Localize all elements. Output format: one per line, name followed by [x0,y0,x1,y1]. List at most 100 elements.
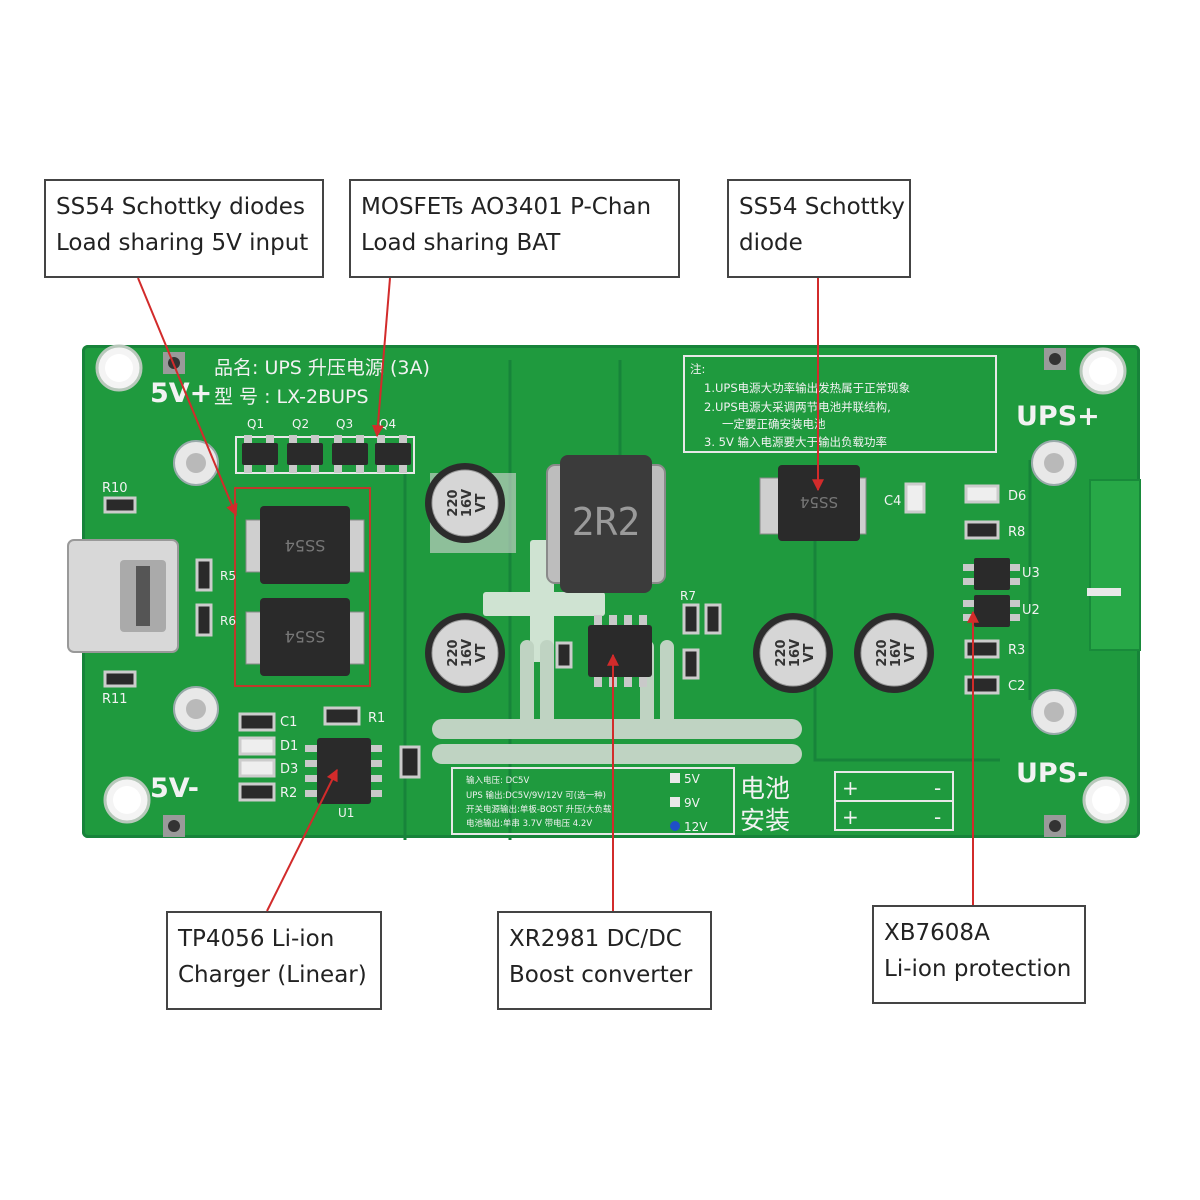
diode-highlight-box [234,487,371,687]
callout-line: XB7608A [884,920,990,946]
label-r6: R6 [220,614,236,628]
label-r1: R1 [368,711,385,726]
callout-ss54-diode: SS54 Schottky diode [727,179,911,278]
inductor-2r2 [546,455,666,593]
label-d1: D1 [280,739,298,754]
usb-c-connector [67,539,179,653]
voltage-option-12v: 12V [684,820,708,834]
battery-plus-1: + [842,776,859,800]
callout-line: SS54 Schottky [739,194,905,220]
cap-3-value: 220 [774,639,789,666]
callout-line: Boost converter [509,962,693,988]
via-strips [432,640,802,764]
label-r2: R2 [280,786,297,801]
cap-2-voltage: 16V [460,639,475,667]
note-line: 2.UPS电源大采调两节电池并联结构, [704,400,891,414]
spec-line: 电池输出:单串 3.7V 带电压 4.2V [466,818,592,829]
notes-text: 注: 1.UPS电源大功率输出发热属于正常现象 2.UPS电源大采调两节电池并联… [690,362,910,449]
leader-lines [137,277,979,912]
leader-mosfets [371,277,391,438]
capacitors [425,463,934,693]
spec-text: 输入电压: DC5V UPS 输出:DC5V/9V/12V 可(选一种) 开关电… [466,775,615,829]
label-r7: R7 [680,589,696,603]
battery-plus-2: + [842,805,859,829]
label-u2: U2 [1022,603,1040,618]
label-q3: Q3 [336,417,353,431]
ss54-diode-upper [245,506,365,584]
callout-ss54-input-diodes: SS54 Schottky diodes Load sharing 5V inp… [44,179,324,278]
diode-marking-upper: SS54 [285,536,326,555]
note-line: 1.UPS电源大功率输出发热属于正常现象 [704,381,910,395]
callout-tp4056-charger: TP4056 Li-ion Charger (Linear) [166,911,382,1010]
diode-marking-lower: SS54 [285,627,326,646]
terminal-ups-plus: UPS+ [1016,401,1100,432]
silkscreen-text: 品名: UPS 升压电源 (3A) 型 号 : LX-2BUPS 5V + 5V-… [102,357,1100,835]
cap-4-value: 220 [875,639,890,666]
callout-line: Charger (Linear) [178,962,367,988]
cap-4-voltage: 16V [889,639,904,667]
product-name: 品名: UPS 升压电源 (3A) [214,357,430,379]
label-r5: R5 [220,569,236,583]
callout-line: Li-ion protection [884,956,1072,982]
callout-xr2981-boost: XR2981 DC/DC Boost converter [497,911,712,1010]
spec-box [451,767,735,835]
terminal-5v-minus: 5V- [150,773,199,804]
terminal-ups-minus: UPS- [1016,758,1088,789]
label-c2: C2 [1008,679,1025,694]
leader-ss54-input [137,277,238,517]
mosfet-row [235,435,415,474]
ss54-diode-right [759,465,867,541]
battery-label-line2: 安装 [740,806,790,835]
model-number: 型 号 : LX-2BUPS [214,386,369,408]
label-c1: C1 [280,715,297,730]
note-line: 3. 5V 输入电源要大于输出负载功率 [704,435,887,449]
cap-1-series: VT [474,493,489,512]
label-r8: R8 [1008,525,1025,540]
voltage-option-9v: 9V [684,796,701,810]
screw-terminals [173,440,1077,735]
voltage-options: 5V 9V 12V [670,772,708,834]
callout-line: Load sharing BAT [361,230,561,256]
cap-3-series: VT [802,643,817,662]
label-q1: Q1 [247,417,264,431]
callout-mosfets-ao3401: MOSFETs AO3401 P-Chan Load sharing BAT [349,179,680,278]
mounting-holes [95,344,1130,824]
callout-line: TP4056 Li-ion [178,926,335,952]
copper-pad-right [1089,479,1141,651]
label-q4: Q4 [379,417,396,431]
label-d6: D6 [1008,489,1026,504]
leader-tp4056 [266,768,338,912]
cap-1-value: 220 [446,489,461,516]
label-u3: U3 [1022,566,1040,581]
callout-line: MOSFETs AO3401 P-Chan [361,194,652,220]
ss54-diode-lower [245,598,365,676]
voltage-option-5v: 5V [684,772,701,786]
smd-parts [103,482,1000,802]
label-r3: R3 [1008,643,1025,658]
cap-2-series: VT [474,643,489,662]
spec-line: UPS 输出:DC5V/9V/12V 可(选一种) [466,790,606,801]
notes-box [683,355,997,453]
callout-line: Load sharing 5V input [56,230,309,256]
label-r11: R11 [102,692,128,707]
callout-line: SS54 Schottky diodes [56,194,305,220]
xb7608a-chips [963,558,1020,627]
xr2981-chip [588,615,652,687]
inductor-marking: 2R2 [572,500,641,544]
spec-line: 开关电源输出:单板-BOST 升压(大负载) [466,804,615,815]
cap-2-value: 220 [446,639,461,666]
cap-4-series: VT [903,643,918,662]
spec-line: 输入电压: DC5V [466,775,529,786]
callout-line: diode [739,230,803,256]
label-u1: U1 [338,806,354,820]
tp4056-chip [305,738,382,804]
diode-marking-right: SS54 [800,493,838,511]
note-line: 一定要正确安装电池 [722,417,826,431]
battery-minus-1: - [934,776,941,800]
label-r10: R10 [102,481,128,496]
label-c4: C4 [884,494,901,509]
label-d3: D3 [280,762,298,777]
battery-minus-2: - [934,805,941,829]
cap-1-voltage: 16V [460,489,475,517]
